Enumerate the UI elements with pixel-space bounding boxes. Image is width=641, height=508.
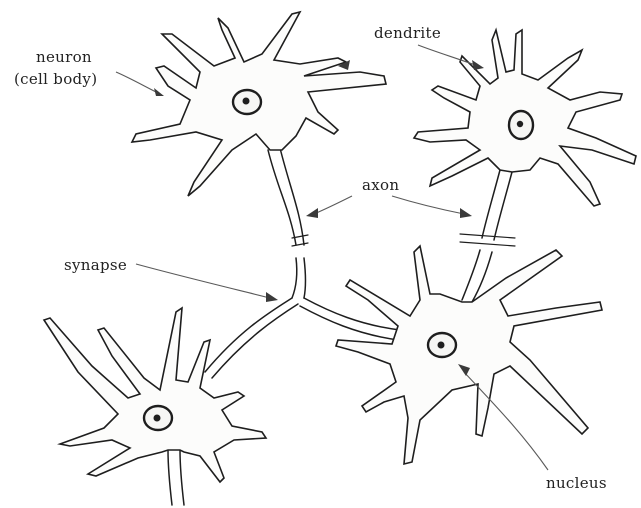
- neuron-bottom-left: [44, 308, 266, 482]
- neuron-arrow: [116, 72, 160, 94]
- dendrite-arrow: [418, 45, 478, 66]
- neuron-top-right: [414, 30, 636, 206]
- neuron-bottom-right: [336, 246, 602, 464]
- axon-arrow-right: [392, 196, 464, 214]
- label-nucleus: nucleus: [546, 474, 607, 492]
- label-cell-body: (cell body): [14, 70, 97, 88]
- axon-arrow-left: [314, 196, 352, 214]
- label-synapse: synapse: [64, 256, 127, 274]
- label-dendrite: dendrite: [374, 24, 441, 42]
- neuron-top-left: [132, 12, 386, 196]
- label-axon: axon: [362, 176, 399, 194]
- synapse-arrow: [136, 264, 270, 298]
- label-neuron: neuron: [36, 48, 92, 66]
